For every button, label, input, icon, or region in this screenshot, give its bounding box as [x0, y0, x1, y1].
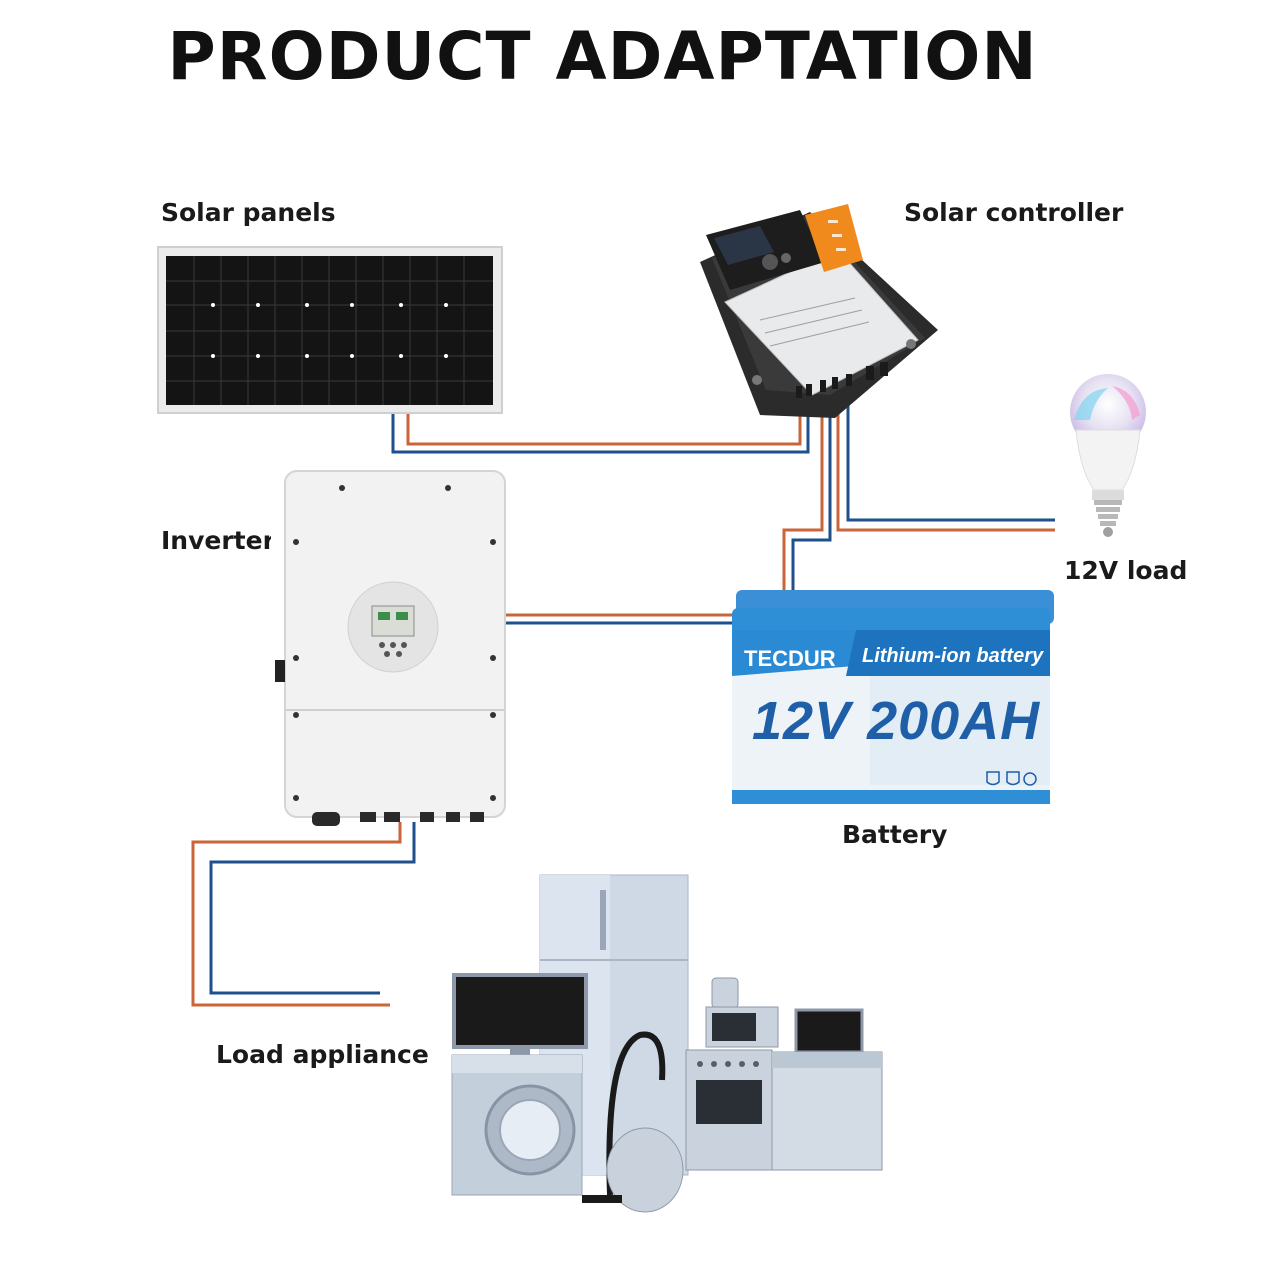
wire-panel-controller-neg — [391, 396, 810, 454]
battery-type-text: Lithium-ion battery — [862, 645, 1044, 667]
wire-controller-battery-neg — [791, 396, 832, 592]
battery-rating-text: 12V 200AH — [752, 691, 1041, 751]
solar-controller-image — [700, 204, 938, 418]
label-load-appliance: Load appliance — [216, 1040, 429, 1069]
label-12v-load: 12V load — [1064, 556, 1188, 585]
appliances-image — [451, 874, 883, 1213]
page-title: PRODUCT ADAPTATION — [167, 18, 1038, 95]
solar-panel-image — [157, 246, 503, 414]
battery-image — [732, 590, 1054, 804]
light-bulb-image — [1070, 374, 1146, 537]
wire-controller-load-pos — [836, 396, 1055, 532]
battery-brand-text: TECDUR — [744, 646, 836, 671]
wire-inverter-load-neg — [209, 822, 416, 995]
wiring — [191, 396, 1055, 1007]
wire-inverter-load-pos — [191, 822, 402, 1007]
wire-controller-battery-pos — [782, 396, 824, 592]
label-solar-panels: Solar panels — [161, 198, 336, 227]
wire-panel-controller-pos — [406, 396, 802, 446]
inverter-image — [275, 470, 506, 826]
label-battery: Battery — [842, 820, 948, 849]
label-inverter: Inverter — [161, 526, 271, 555]
wire-controller-load-neg — [846, 396, 1055, 522]
label-solar-controller: Solar controller — [904, 198, 1124, 227]
